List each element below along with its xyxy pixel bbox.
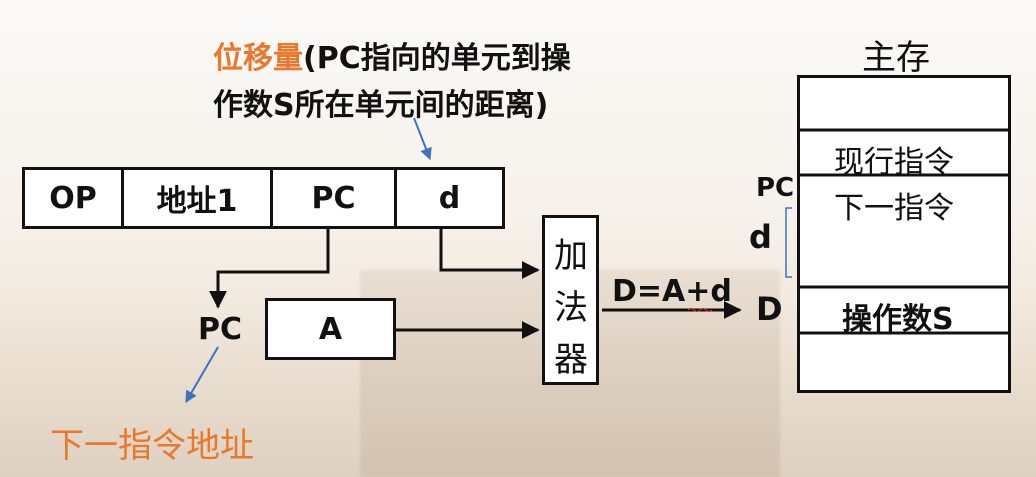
main-memory [797,75,1011,393]
d-field-arrow [439,229,540,279]
offset-annotation-line2: 作数S所在单元间的距离) [213,88,549,123]
spellcheck-squiggle [687,307,713,313]
register-a: A [265,298,396,360]
adder-char-1: 加 [554,236,588,276]
pc-label: PC [198,312,243,347]
register-a-label: A [318,311,343,347]
memory-pc-marker: PC [756,173,795,203]
field-d: d [394,170,502,226]
field-op: OP [49,180,97,216]
pc-field-arrow [209,229,330,309]
memory-D-marker: D [756,290,783,328]
instruction-format: OP 地址1 PC d [22,167,505,229]
adder-char-2: 法 [554,288,588,328]
memory-d-marker: d [749,218,772,256]
next-instruction-address-label: 下一指令地址 [50,426,254,466]
offset-annotation-line1: 位移量(PC指向的单元到操 [213,33,571,77]
annotation-arrow [413,117,432,161]
memory-title: 主存 [862,38,930,78]
adder-char-3: 器 [554,340,588,380]
field-pc: PC [270,170,394,226]
offset-keyword: 位移量 [213,41,303,76]
formula-label: D=A+d [612,274,732,309]
field-addr1: 地址1 [121,170,270,226]
offset-desc-1: (PC指向的单元到操 [303,41,571,76]
memory-cell-operand: 操作数S [842,302,954,337]
pc-next-arrow [185,346,219,404]
memory-cell-next: 下一指令 [834,191,954,226]
d-brace [785,207,792,278]
adder: 加 法 器 [542,215,599,385]
